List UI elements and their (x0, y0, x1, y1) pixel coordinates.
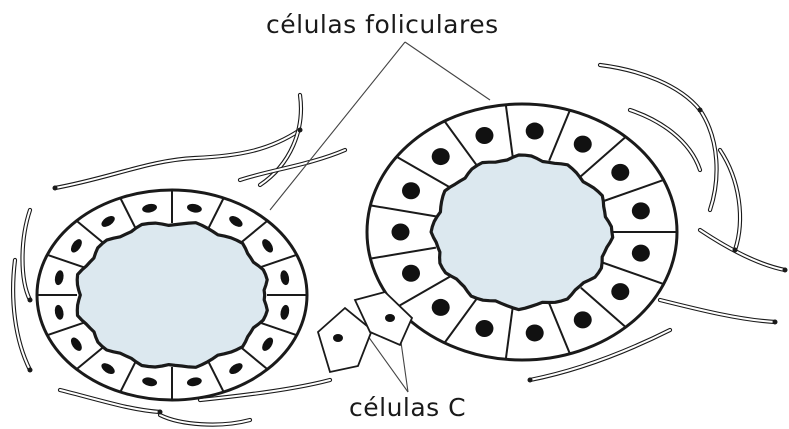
fiber-end (53, 186, 58, 191)
cell-nucleus (432, 148, 450, 165)
cell-nucleus (574, 311, 592, 328)
fiber-strand (720, 150, 740, 250)
leader-line (405, 42, 490, 100)
cell-nucleus (392, 224, 410, 241)
c-cell-nucleus (333, 334, 343, 342)
fiber-strand (700, 230, 785, 270)
fiber-end (28, 368, 33, 373)
cell-nucleus (402, 265, 420, 282)
cell-nucleus (611, 164, 629, 181)
cell-nucleus (632, 245, 650, 262)
cell-nucleus (526, 123, 544, 140)
cell-nucleus (432, 299, 450, 316)
follicle-large (367, 104, 677, 360)
cell-nucleus (611, 283, 629, 300)
follicle-small (37, 190, 307, 400)
fiber-end (733, 248, 738, 253)
cell-nucleus (526, 324, 544, 341)
fiber-end (28, 298, 33, 303)
c-cells-label: células C (349, 393, 466, 422)
fiber-end (158, 410, 163, 415)
cell-nucleus (475, 127, 493, 144)
fiber-end (773, 320, 778, 325)
c-cells-group (318, 292, 412, 372)
follicular-cells-label: células foliculares (266, 10, 499, 39)
fiber-end (298, 128, 303, 133)
cell-nucleus (574, 136, 592, 153)
small-follicle-colloid (77, 223, 267, 368)
fiber-end (698, 108, 703, 113)
fiber-end (783, 268, 788, 273)
fiber-strand-inner (55, 130, 300, 188)
cell-nucleus (475, 320, 493, 337)
fiber-end (528, 378, 533, 383)
cell-nucleus (632, 202, 650, 219)
c-cell-nucleus (385, 314, 395, 322)
cell-nucleus (402, 182, 420, 199)
